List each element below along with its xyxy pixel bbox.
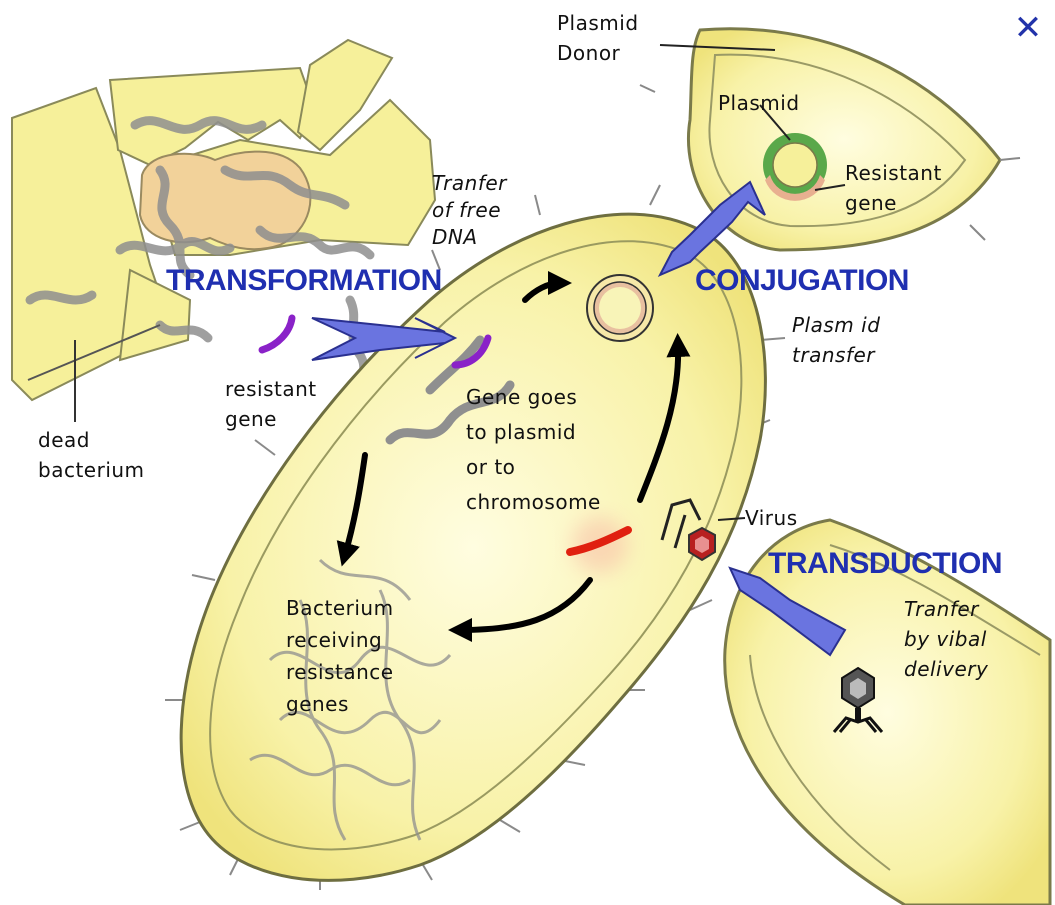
plasmid-donor-label: Plasmid Donor: [557, 8, 639, 68]
receiving-bacterium-label: Bacterium receiving resistance genes: [286, 592, 394, 720]
plasmid-donor-cell: [640, 29, 1020, 250]
transduction-title: TRANSDUCTION: [768, 547, 1002, 581]
resistant-gene-label: resistant gene: [225, 374, 317, 434]
virus-label: Virus: [745, 503, 798, 533]
resistant-gene-conjugation-label: Resistant gene: [845, 158, 942, 218]
close-icon[interactable]: ✕: [1010, 10, 1046, 46]
plasmid-transfer-label: Plasm id transfer: [792, 310, 880, 370]
transfer-free-dna-label: Tranfer of free DNA: [432, 170, 507, 251]
recipient-plasmid: [587, 275, 653, 341]
dead-bacterium-label: dead bacterium: [38, 425, 145, 485]
gene-goes-label: Gene goes to plasmid or to chromosome: [466, 380, 601, 520]
free-resistant-gene-icon: [262, 318, 292, 350]
recipient-bacterium-wall: [181, 214, 765, 880]
conjugation-title: CONJUGATION: [695, 264, 909, 298]
viral-delivery-label: Tranfer by vibal delivery: [904, 594, 988, 684]
transformation-title: TRANSFORMATION: [166, 264, 442, 298]
plasmid-label: Plasmid: [718, 88, 800, 118]
